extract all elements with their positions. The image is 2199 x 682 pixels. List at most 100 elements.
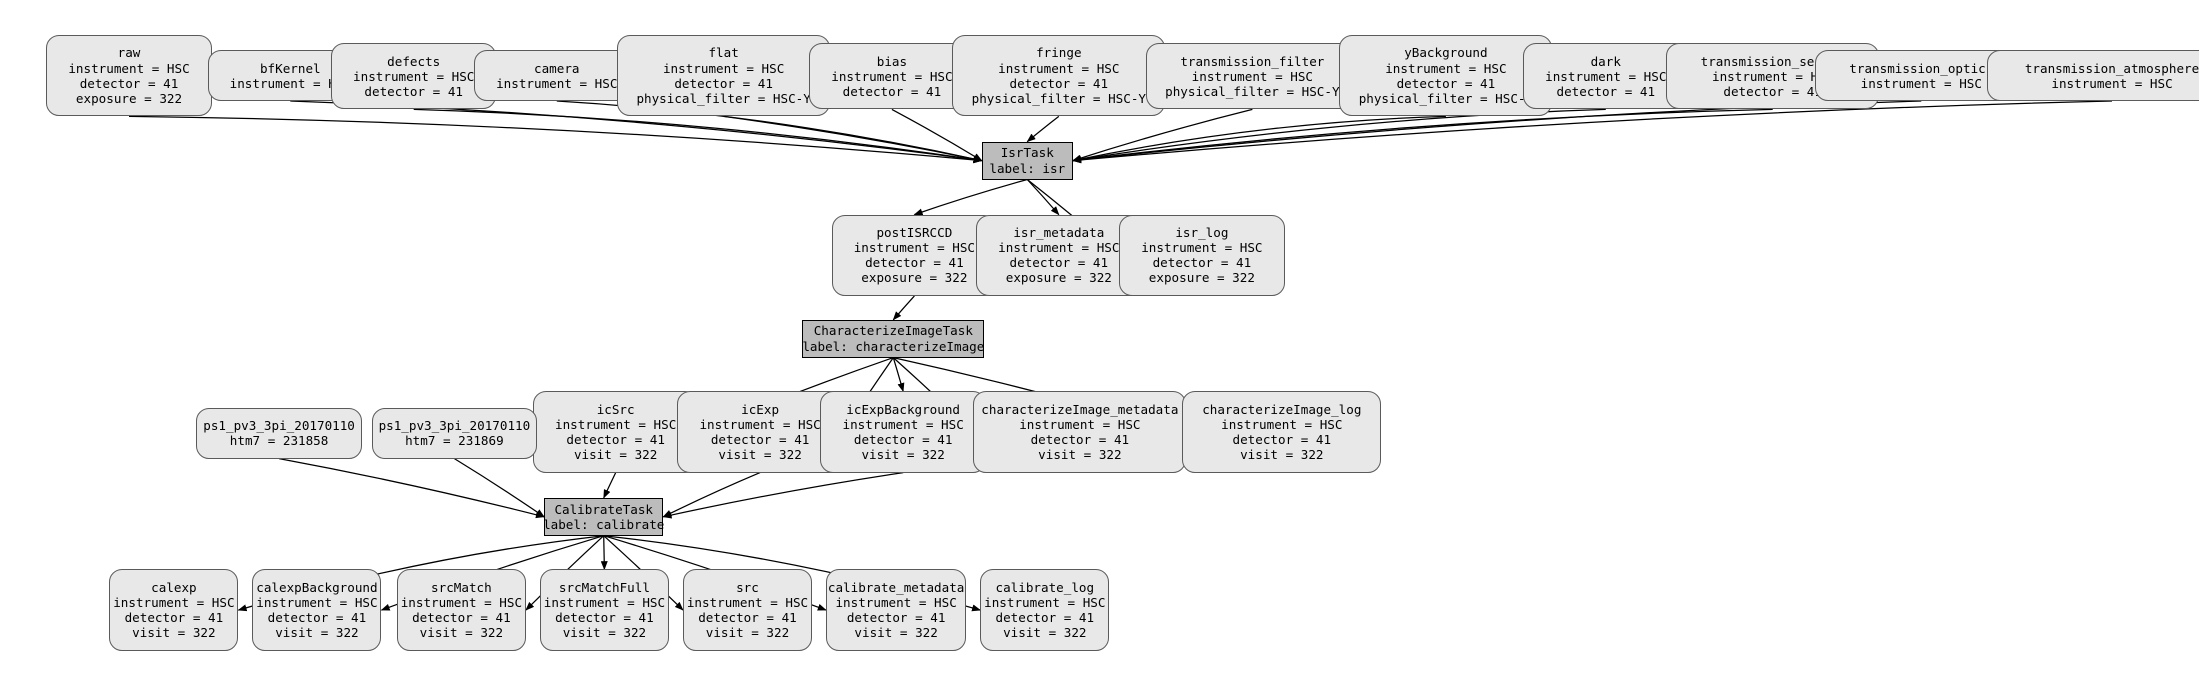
dag-edge-yBackground-to-IsrTask <box>1072 115 1446 163</box>
dag-edge-CharacterizeImageTask-to-icExpBackground <box>892 357 905 393</box>
node-detail: instrument = HSC <box>2051 75 2173 91</box>
node-detail: physical_filter = HSC-Y <box>1165 84 1340 100</box>
node-detail: instrument = HSC <box>1141 240 1263 256</box>
node-detail: instrument = HSC <box>835 594 957 610</box>
node-detail: visit = 322 <box>1038 447 1122 463</box>
node-detail: detector = 41 <box>1396 75 1496 91</box>
dag-edge-IsrTask-to-postISRCCD <box>913 178 1028 216</box>
node-detail: instrument = HSC <box>1019 416 1141 432</box>
node-detail: label: calibrate <box>543 516 665 532</box>
node-detail: detector = 41 <box>1723 84 1822 100</box>
node-detail: instrument = HSC <box>984 594 1106 610</box>
node-detail: exposure = 322 <box>1148 270 1255 286</box>
node-detail: instrument = HSC <box>496 75 618 91</box>
node-title: characterizeImage_log <box>1202 401 1362 417</box>
node-title: calibrate_log <box>995 579 1095 595</box>
dag-edge-bias-to-IsrTask <box>891 108 983 162</box>
node-detail: instrument = HSC <box>1191 68 1313 84</box>
node-title: icSrc <box>596 401 635 417</box>
node-detail: detector = 41 <box>566 431 665 447</box>
node-detail: instrument = HSC <box>1385 60 1507 76</box>
node-title: isr_metadata <box>1013 224 1105 240</box>
node-detail: label: isr <box>989 160 1066 176</box>
node-title: calexp <box>151 579 197 595</box>
node-detail: exposure = 322 <box>75 90 183 106</box>
node-detail: visit = 322 <box>573 447 658 463</box>
node-detail: instrument = HSC <box>699 416 821 432</box>
node-title: icExp <box>741 401 780 417</box>
node-title: isr_log <box>1175 224 1229 240</box>
node-detail: instrument = HSC <box>113 594 235 610</box>
node-detail: detector = 41 <box>1152 255 1252 271</box>
node-title: yBackground <box>1404 45 1488 61</box>
node-detail: detector = 41 <box>846 610 946 626</box>
node-detail: detector = 41 <box>267 610 367 626</box>
node-title: CharacterizeImageTask <box>813 323 973 339</box>
dag-edge-postISRCCD-to-CharacterizeImageTask <box>892 295 915 321</box>
node-detail: instrument = HSC <box>1545 68 1667 84</box>
dag-edge-dark-to-IsrTask <box>1072 108 1606 163</box>
node-detail: physical_filter = HSC-Y <box>636 90 811 106</box>
node-detail: visit = 322 <box>705 625 790 641</box>
node-detail: physical_filter = HSC-Y <box>971 90 1146 106</box>
node-detail: instrument = HSC <box>353 68 475 84</box>
dag-edge-fringe-to-IsrTask <box>1026 115 1060 143</box>
node-detail: instrument = HSC <box>554 416 677 432</box>
node-detail: detector = 41 <box>1556 84 1656 100</box>
node-detail: visit = 322 <box>718 447 802 463</box>
node-title: defects <box>387 53 441 69</box>
node-title: CalibrateTask <box>554 501 654 517</box>
node-detail: visit = 322 <box>419 625 504 641</box>
node-detail: instrument = HSC <box>662 60 785 76</box>
node-title: fringe <box>1036 45 1082 61</box>
node-detail: visit = 322 <box>132 625 216 641</box>
node-detail: detector = 41 <box>995 610 1095 626</box>
node-title: bfKernel <box>259 60 321 76</box>
dag-edge-CalibrateTask-to-srcMatchFull <box>600 535 608 571</box>
node-title: IsrTask <box>1000 145 1054 161</box>
node-detail: visit = 322 <box>854 625 938 641</box>
node-detail: detector = 41 <box>1030 431 1130 447</box>
node-title: srcMatchFull <box>558 579 650 595</box>
node-title: src <box>736 579 759 595</box>
node-detail: detector = 41 <box>555 610 654 626</box>
dag-edges <box>128 100 2113 612</box>
dag-edge-ps1_231858-to-CalibrateTask <box>278 457 545 519</box>
node-title: ps1_pv3_3pi_20170110 <box>378 418 531 434</box>
node-detail: visit = 322 <box>1003 625 1087 641</box>
node-title: transmission_filter <box>1180 53 1325 69</box>
node-detail: label: characterizeImage <box>802 338 985 354</box>
node-title: transmission_atmosphere <box>2024 60 2199 76</box>
node-detail: instrument = HSC <box>998 60 1120 76</box>
